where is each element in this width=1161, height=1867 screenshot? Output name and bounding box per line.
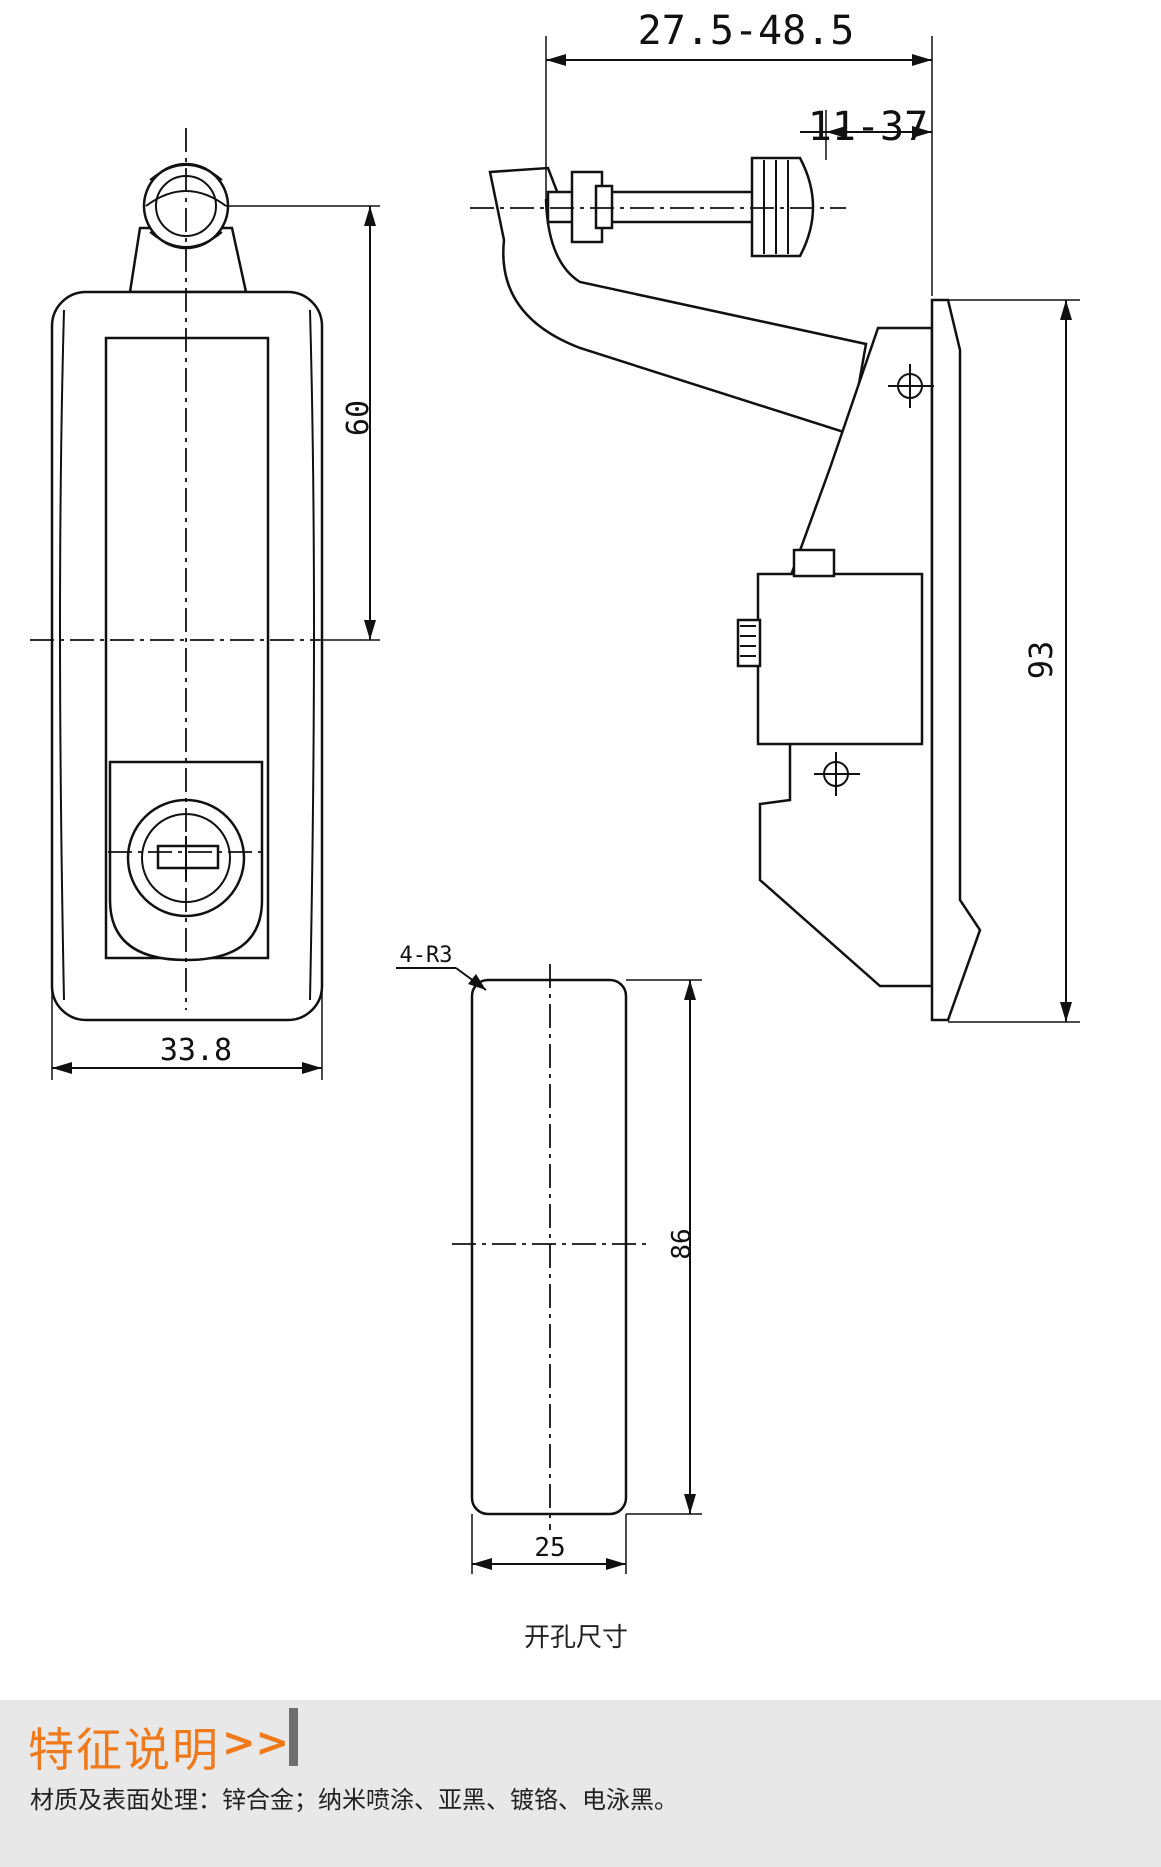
dimension-overall-height: 93 <box>1022 641 1060 680</box>
dimension-top-travel: 27.5-48.5 <box>638 8 855 54</box>
dimension-cutout-height: 86 <box>667 1228 697 1259</box>
front-view <box>30 128 380 1080</box>
double-chevron-icon: >> <box>222 1720 290 1766</box>
cutout-view <box>396 964 702 1574</box>
dimension-cutout-width: 25 <box>534 1533 565 1563</box>
dimension-corner-radius: 4-R3 <box>400 943 453 968</box>
dimension-handle-height: 60 <box>341 400 376 436</box>
dimension-screw-travel: 11-37 <box>808 104 928 150</box>
dimension-body-width: 33.8 <box>160 1033 232 1068</box>
features-footer: 特征说明 >> 材质及表面处理：锌合金；纳米喷涂、亚黑、镀铬、电泳黑。 <box>0 1700 1161 1867</box>
side-view <box>470 36 1080 1023</box>
features-title: 特征说明 <box>28 1723 220 1777</box>
cutout-caption: 开孔尺寸 <box>524 1623 628 1653</box>
material-description: 材质及表面处理：锌合金；纳米喷涂、亚黑、镀铬、电泳黑。 <box>30 1786 678 1814</box>
title-divider <box>289 1708 298 1766</box>
technical-drawing: 60 33.8 <box>30 8 1080 1653</box>
